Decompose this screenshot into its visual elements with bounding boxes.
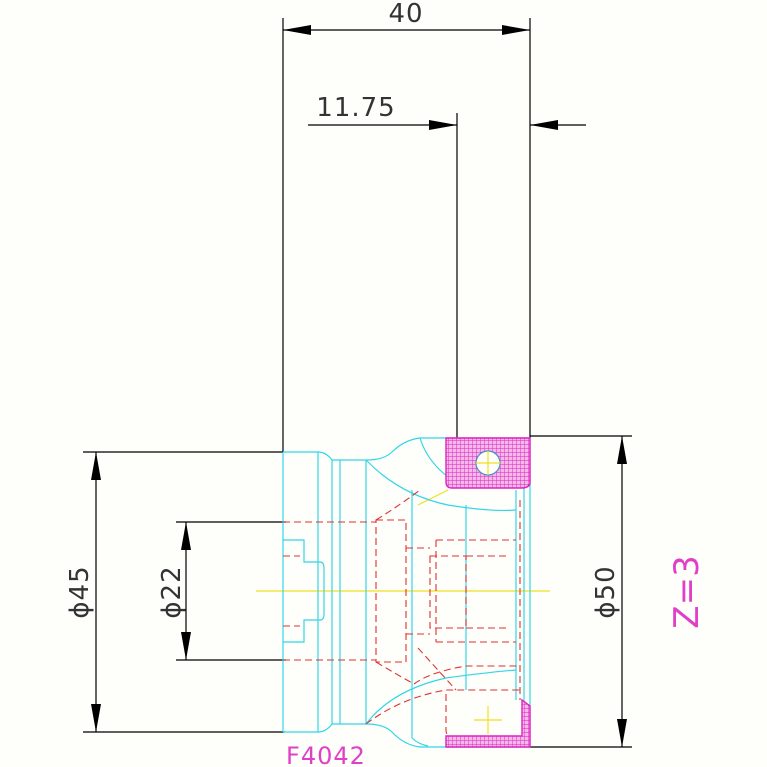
dimension-11-75-label: 11.75 [316,93,395,123]
dimension-arrows [91,25,627,747]
cutting-insert-bottom [445,698,531,748]
centerlines [256,452,550,734]
cutting-insert-top [445,437,531,489]
dimension-40-label: 40 [388,0,423,29]
insert-count-label: Z=3 [667,555,707,628]
dimension-phi45-label: ϕ45 [65,565,95,618]
dimension-phi50-label: ϕ50 [591,565,621,618]
part-code-label: F4042 [286,742,366,767]
body-outline [282,437,531,748]
hidden-lines [283,489,522,739]
dimension-phi22-label: ϕ22 [157,565,187,618]
